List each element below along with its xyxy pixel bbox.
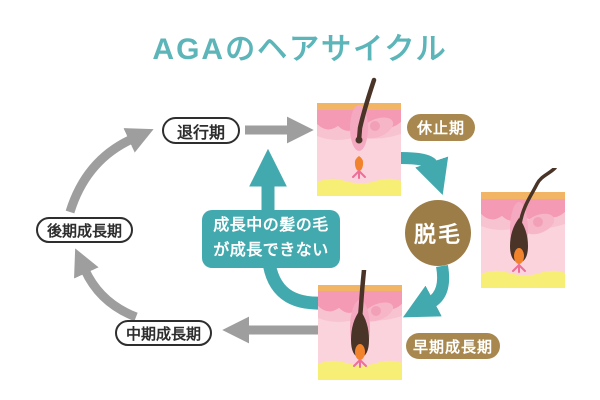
arrow-middle-to-late-growth	[74, 248, 138, 322]
page-title: AGAのヘアサイクル	[152, 33, 448, 66]
follicle-illustration-hair-loss-icon	[481, 168, 565, 288]
stage-label-late-growth: 後期成長期	[36, 217, 133, 243]
stage-label-middle-growth: 中期成長期	[115, 320, 212, 346]
stage-label-hair-loss: 脱毛	[405, 200, 471, 266]
follicle-illustration-early-growth-icon	[318, 270, 402, 380]
growth-blocked-callout: 成長中の髪の毛 が成長できない	[202, 210, 340, 268]
arrow-resting-to-hair-loss	[399, 152, 449, 196]
stage-label-resting: 休止期	[407, 114, 475, 141]
callout-line-2: が成長できない	[213, 242, 329, 259]
stage-label-regression: 退行期	[162, 117, 240, 144]
callout-line-1: 成長中の髪の毛	[213, 217, 329, 235]
follicle-illustration-resting-icon	[317, 77, 401, 196]
arrow-late-growth-to-regression	[65, 128, 154, 214]
arrow-hair-loss-to-early-growth	[402, 264, 450, 318]
stage-label-early-growth: 早期成長期	[406, 333, 500, 359]
